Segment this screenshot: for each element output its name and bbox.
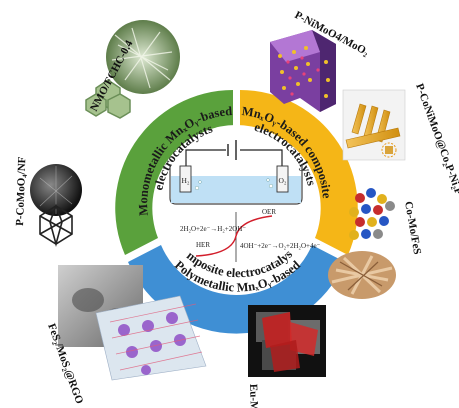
- p-conimoo-example: [342, 89, 406, 161]
- o2-label: O₂: [278, 176, 286, 185]
- label-p-comoo4: P-CoMoO₄/NF: [14, 156, 28, 226]
- electrolysis-cell: H₂ O₂: [169, 140, 303, 205]
- cathode: [179, 165, 192, 193]
- her-oer-curve: [195, 215, 273, 257]
- gold-nanosheets: [345, 103, 401, 149]
- anode: [276, 165, 289, 193]
- p-nimoo4-atoms: [278, 46, 330, 98]
- center-disc: [156, 125, 316, 285]
- rgo-sheet: [95, 295, 207, 381]
- her-label: HER: [196, 241, 210, 249]
- p-nimoo4-example: [270, 30, 336, 112]
- co-mo-fes-spheres: [349, 188, 395, 240]
- label-co-mo-fes: Co-Mo/FeS: [402, 200, 423, 255]
- label-p-conimoo: P-CoNiMoO@Co₂P-Ni₂P: [413, 82, 459, 197]
- p-comoo4-example: [30, 164, 82, 248]
- reaction-curves: 2H₂O+2e⁻→H₂+2OH⁻ 4OH⁻+2e⁻→O₂+2H₂O+4e⁻ HE…: [180, 208, 321, 262]
- eu-mos2-example: [248, 305, 326, 377]
- p-comoo4-cage: [39, 203, 73, 248]
- mos2-particles: [118, 312, 186, 375]
- h2-label: H₂: [181, 176, 189, 185]
- oer-equation: 4OH⁻+2e⁻→O₂+2H₂O+4e⁻: [240, 242, 321, 250]
- sector-monometallic: [115, 90, 233, 255]
- co-mo-fes-example: [328, 188, 396, 299]
- fes-cluster: [328, 251, 396, 299]
- her-equation: 2H₂O+2e⁻→H₂+2OH⁻: [180, 225, 246, 233]
- nmo-crystal-model: [85, 79, 131, 119]
- center-wheel: [115, 90, 358, 334]
- sector-composite: [240, 90, 358, 255]
- oer-label: OER: [262, 208, 276, 216]
- nmo-fchc-example: [85, 20, 180, 119]
- label-eu-mos2: Eu-MoS₂: [247, 384, 260, 408]
- fes2-mos2-example: [58, 265, 207, 381]
